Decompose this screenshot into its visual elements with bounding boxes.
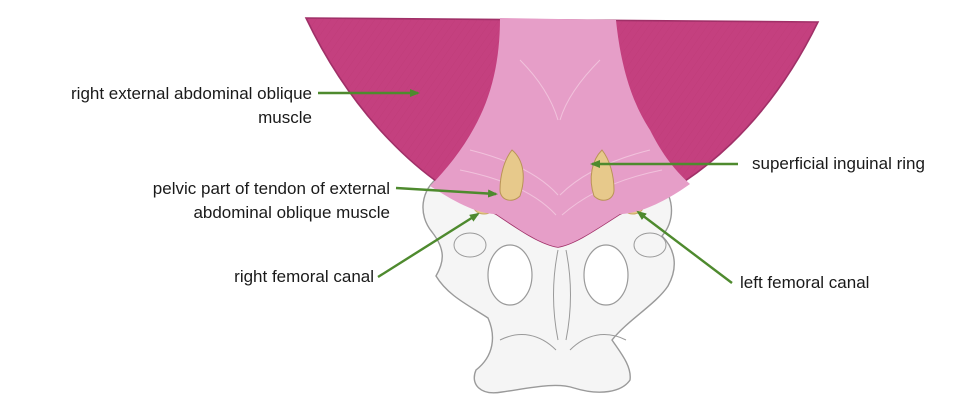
- label-pelvic-tendon-line1: pelvic part of tendon of external: [153, 179, 390, 199]
- label-left-femoral-canal: left femoral canal: [740, 273, 869, 293]
- label-pelvic-tendon-line2: abdominal oblique muscle: [193, 203, 390, 223]
- label-superficial-inguinal-ring: superficial inguinal ring: [752, 154, 925, 174]
- label-right-external-oblique-line2: muscle: [258, 108, 312, 128]
- left-obturator-foramen: [488, 245, 532, 305]
- label-right-external-oblique-line1: right external abdominal oblique: [71, 84, 312, 104]
- label-right-femoral-canal: right femoral canal: [234, 267, 374, 287]
- right-obturator-foramen: [584, 245, 628, 305]
